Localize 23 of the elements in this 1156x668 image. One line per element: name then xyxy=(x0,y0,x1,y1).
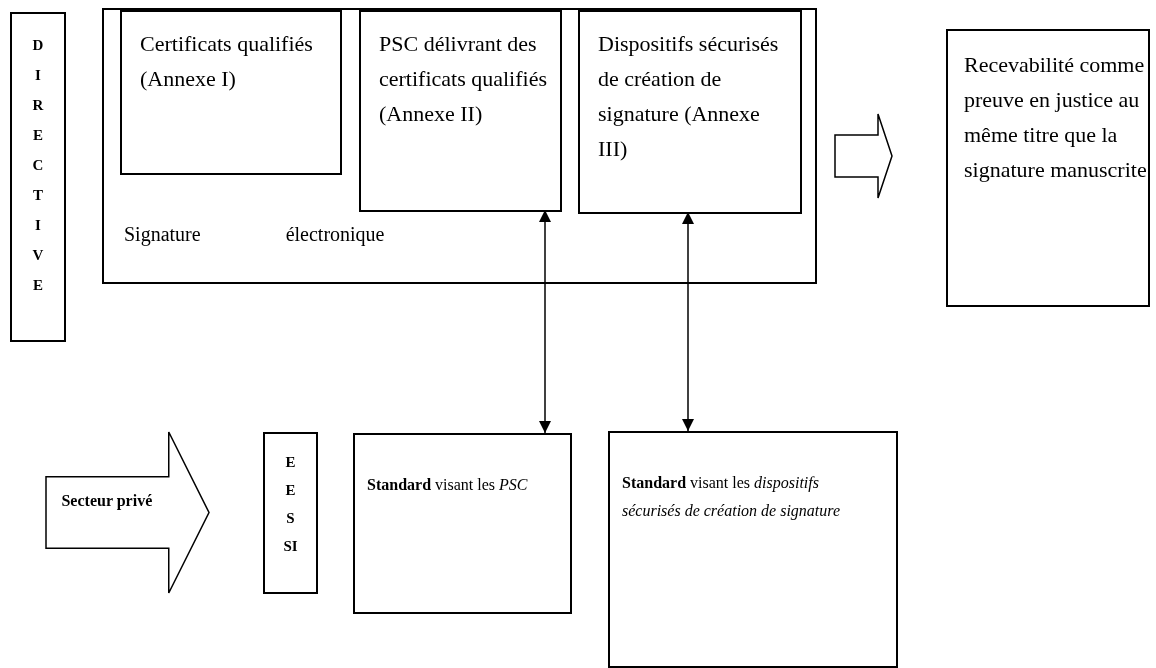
process-box xyxy=(946,29,1150,307)
box-label: Signature électronique xyxy=(124,222,385,246)
process-box xyxy=(608,431,898,668)
box-text: Standard visant les PSC xyxy=(367,475,529,495)
box-text: Standard visant les dispositifs sécurisés de création de signature xyxy=(622,473,842,522)
vertical-label-box xyxy=(10,12,66,342)
vertical-text: DIRECTIVE xyxy=(31,36,45,295)
box-text: Recevabilité comme preuve en justice au même titre que la signature manuscrite xyxy=(964,51,1148,184)
arrow-label: Secteur privé xyxy=(60,490,154,511)
vertical-label-box xyxy=(263,432,318,594)
double-arrow xyxy=(539,209,551,434)
process-box xyxy=(120,10,342,175)
box-text: Dispositifs sécurisés de création de signature (Annexe III) xyxy=(598,30,780,163)
block-arrow xyxy=(834,113,893,199)
double-arrow xyxy=(682,211,694,432)
process-box xyxy=(353,433,572,614)
vertical-text: EESSI xyxy=(283,453,298,556)
block-arrow-shape xyxy=(45,431,210,594)
process-box xyxy=(578,10,802,214)
container-box xyxy=(102,8,817,284)
box-text: PSC délivrant des certificats qualifiés (Annexe II) xyxy=(379,30,548,128)
process-box xyxy=(359,10,562,212)
box-text: Certificats qualifiés (Annexe I) xyxy=(140,30,314,93)
